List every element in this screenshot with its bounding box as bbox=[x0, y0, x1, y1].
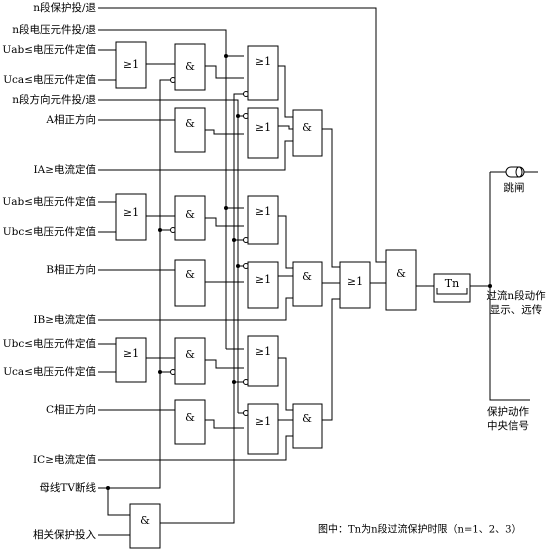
output-display-line2: 显示、远传 bbox=[490, 304, 543, 316]
output-labels: 跳闸 过流n段动作 显示、远传 保护动作 中央信号 bbox=[486, 181, 546, 432]
and-gate-a-direction-label: & bbox=[185, 117, 195, 130]
or-gate-b-voltage-enable-label: ≥1 bbox=[255, 205, 271, 218]
output-trip: 跳闸 bbox=[504, 181, 525, 194]
trip-contact-end bbox=[515, 166, 523, 178]
figure-note: 图中：Tn为n段过流保护时限（n=1、2、3） bbox=[318, 523, 521, 536]
or-gate-ua-label: ≥1 bbox=[123, 58, 139, 71]
or-gate-a-direction-enable bbox=[247, 107, 279, 159]
output-signal-line2: 中央信号 bbox=[487, 419, 529, 432]
gates: ≥1 & ≥1 & ≥1 & ≥1 & ≥1 & ≥1 & ≥1 & ≥1 & … bbox=[115, 41, 525, 549]
and-gate-phase-c bbox=[292, 403, 323, 449]
and-gate-phase-b-label: & bbox=[302, 270, 312, 283]
input-ia-current: IA≥电流定值 bbox=[33, 163, 96, 176]
timer-tn bbox=[433, 273, 471, 303]
input-uca-voltage-1: Uca≤电压元件定值 bbox=[3, 73, 96, 86]
or-gate-c-direction-enable-label: ≥1 bbox=[255, 415, 271, 428]
and-gate-ub-label: & bbox=[185, 208, 195, 221]
and-gate-uc-label: & bbox=[185, 348, 195, 361]
wires bbox=[98, 7, 538, 536]
junction-dots bbox=[106, 54, 492, 490]
and-gate-c-direction bbox=[174, 399, 206, 445]
input-related-protection-on: 相关保护投入 bbox=[33, 528, 96, 541]
input-n-protection-enable: n段保护投/退 bbox=[33, 1, 96, 14]
or-gate-uc-label: ≥1 bbox=[123, 347, 139, 360]
input-a-phase-direction: A相正方向 bbox=[45, 113, 96, 126]
and-gate-phase-a-label: & bbox=[302, 121, 312, 134]
or-gate-a-voltage-enable bbox=[247, 45, 279, 101]
inversion-bubbles bbox=[170, 77, 249, 416]
or-gate-c-direction-enable bbox=[247, 403, 279, 455]
and-gate-ua-voltage bbox=[174, 43, 206, 91]
and-gate-final bbox=[385, 249, 417, 311]
timer-symbol bbox=[436, 288, 468, 295]
input-ubc-voltage-2: Ubc≤电压元件定值 bbox=[3, 337, 97, 350]
and-gate-related-protection bbox=[129, 503, 161, 549]
or-gate-three-phase-label: ≥1 bbox=[347, 275, 363, 288]
or-gate-a-direction-enable-label: ≥1 bbox=[255, 121, 271, 134]
and-gate-c-direction-label: & bbox=[185, 411, 195, 424]
and-gate-uc-voltage bbox=[174, 337, 206, 385]
or-gate-ub-voltage bbox=[115, 193, 147, 241]
or-gate-b-direction-enable bbox=[247, 261, 279, 309]
input-b-phase-direction: B相正方向 bbox=[46, 263, 96, 276]
input-uab-voltage-1: Uab≤电压元件定值 bbox=[2, 43, 96, 56]
and-gate-related-protection-label: & bbox=[140, 514, 150, 527]
input-ubc-voltage-1: Ubc≤电压元件定值 bbox=[3, 225, 97, 238]
or-gate-c-voltage-enable bbox=[247, 335, 279, 387]
or-gate-ub-label: ≥1 bbox=[123, 206, 139, 219]
input-n-direction-element-enable: n段方向元件投/退 bbox=[12, 93, 96, 106]
and-gate-b-direction-label: & bbox=[185, 268, 195, 281]
input-c-phase-direction: C相正方向 bbox=[46, 403, 96, 416]
and-gate-ub-voltage bbox=[174, 195, 206, 241]
input-ic-current: IC≥电流定值 bbox=[33, 453, 96, 466]
and-gate-phase-b bbox=[292, 261, 323, 307]
input-ib-current: IB≥电流定值 bbox=[33, 313, 96, 326]
and-gate-b-direction bbox=[174, 259, 206, 307]
or-gate-b-direction-enable-label: ≥1 bbox=[255, 273, 271, 286]
input-uab-voltage-2: Uab≤电压元件定值 bbox=[2, 195, 96, 208]
or-gate-uc-voltage bbox=[115, 337, 147, 383]
or-gate-b-voltage-enable bbox=[247, 195, 279, 245]
input-bus-tv-disconnection: 母线TV断线 bbox=[39, 481, 96, 494]
or-gate-three-phase bbox=[339, 261, 371, 309]
and-gate-final-label: & bbox=[396, 267, 406, 280]
or-gate-ua-voltage bbox=[115, 41, 147, 89]
input-uca-voltage-2: Uca≤电压元件定值 bbox=[3, 365, 96, 378]
or-gate-a-voltage-enable-label: ≥1 bbox=[255, 55, 271, 68]
input-labels: n段保护投/退 n段电压元件投/退 Uab≤电压元件定值 Uca≤电压元件定值 … bbox=[2, 1, 96, 541]
timer-label: Tn bbox=[445, 277, 459, 290]
input-n-voltage-element-enable: n段电压元件投/退 bbox=[12, 23, 96, 36]
and-gate-ua-label: & bbox=[185, 60, 195, 73]
and-gate-phase-a bbox=[292, 109, 323, 157]
and-gate-a-direction bbox=[174, 107, 206, 153]
output-display-line1: 过流n段动作 bbox=[486, 289, 546, 302]
or-gate-c-voltage-enable-label: ≥1 bbox=[255, 345, 271, 358]
and-gate-phase-c-label: & bbox=[302, 412, 312, 425]
output-signal-line1: 保护动作 bbox=[487, 405, 529, 418]
